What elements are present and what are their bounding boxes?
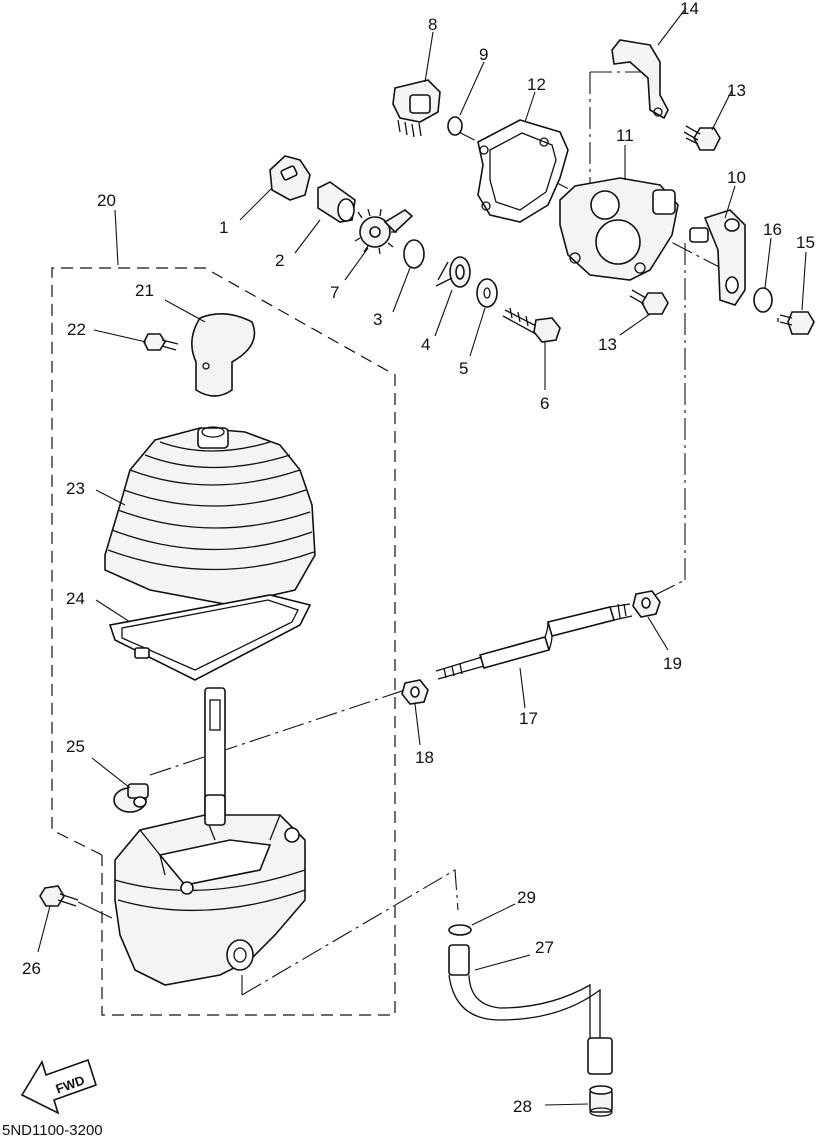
part-4-spring [435,256,471,288]
callout-7: 7 [330,283,339,302]
part-28-plug [589,1085,613,1117]
centerline-shaft-upper [654,579,686,596]
part-13-bolt-lower [629,289,669,315]
part-24-gasket-frame [108,594,312,681]
part-16-washer [753,287,773,313]
callout-10: 10 [727,168,746,187]
part-23-boot [104,426,316,606]
part-17-shaft [435,603,633,680]
part-1-cap [269,155,311,201]
callout-1: 1 [219,218,228,237]
callout-2: 2 [275,251,284,270]
callout-22: 22 [67,320,86,339]
part-9-o-ring [447,116,463,136]
part-12-gasket [477,119,569,223]
part-27-hose [448,944,613,1075]
leader-lines [37,7,807,1106]
part-6-bolt [502,307,561,343]
centerline-shaft-lower [149,689,406,776]
callout-25: 25 [66,737,85,756]
assembly-20-boundary [51,267,396,1016]
callout-8: 8 [428,15,437,34]
centerline-hose-route [241,869,459,996]
part-8-gear-sector [392,79,441,138]
part-14-bracket [611,39,669,120]
callout-9: 9 [479,45,488,64]
drawing-code: 5ND1100-3200 [2,1122,103,1137]
callout-17: 17 [519,709,538,728]
callout-15: 15 [796,233,815,252]
callout-11: 11 [616,126,634,145]
shift-box-base [114,794,306,986]
part-18-nut [401,679,429,705]
fwd-arrow-icon: FWD [20,1058,97,1115]
callouts: 1 2 3 4 5 6 7 8 9 10 11 12 13 13 14 15 1… [22,0,815,1116]
part-26-bolt [39,885,79,907]
part-25-fitting [113,783,149,813]
callout-18: 18 [415,748,434,767]
callout-4: 4 [421,335,430,354]
callout-5: 5 [459,359,468,378]
callout-13-top: 13 [727,81,746,100]
callout-27: 27 [535,938,554,957]
callout-23: 23 [66,479,85,498]
callout-3: 3 [373,310,382,329]
part-15-bolt [777,311,815,335]
callout-16: 16 [763,220,782,239]
part-21-knob [191,313,256,397]
part-3-washer [403,239,425,269]
callout-6: 6 [540,394,549,413]
callout-21: 21 [135,281,154,300]
callout-14: 14 [680,0,699,18]
callout-13-lower: 13 [598,335,617,354]
callout-12: 12 [527,75,546,94]
part-5-washer [476,278,498,308]
part-19-nut [632,590,661,618]
part-13-bolt-top [683,125,721,151]
callout-19: 19 [663,654,682,673]
part-10-lever-plate [689,209,746,306]
part-22-screw [143,333,179,351]
callout-28: 28 [513,1097,532,1116]
callout-24: 24 [66,589,85,608]
part-11-shift-housing [559,177,679,281]
callout-26: 26 [22,959,41,978]
part-7-gear [354,208,414,255]
part-2-collar [317,181,356,223]
callout-20: 20 [97,191,116,210]
callout-29: 29 [517,888,536,907]
part-29-clip [448,924,472,936]
